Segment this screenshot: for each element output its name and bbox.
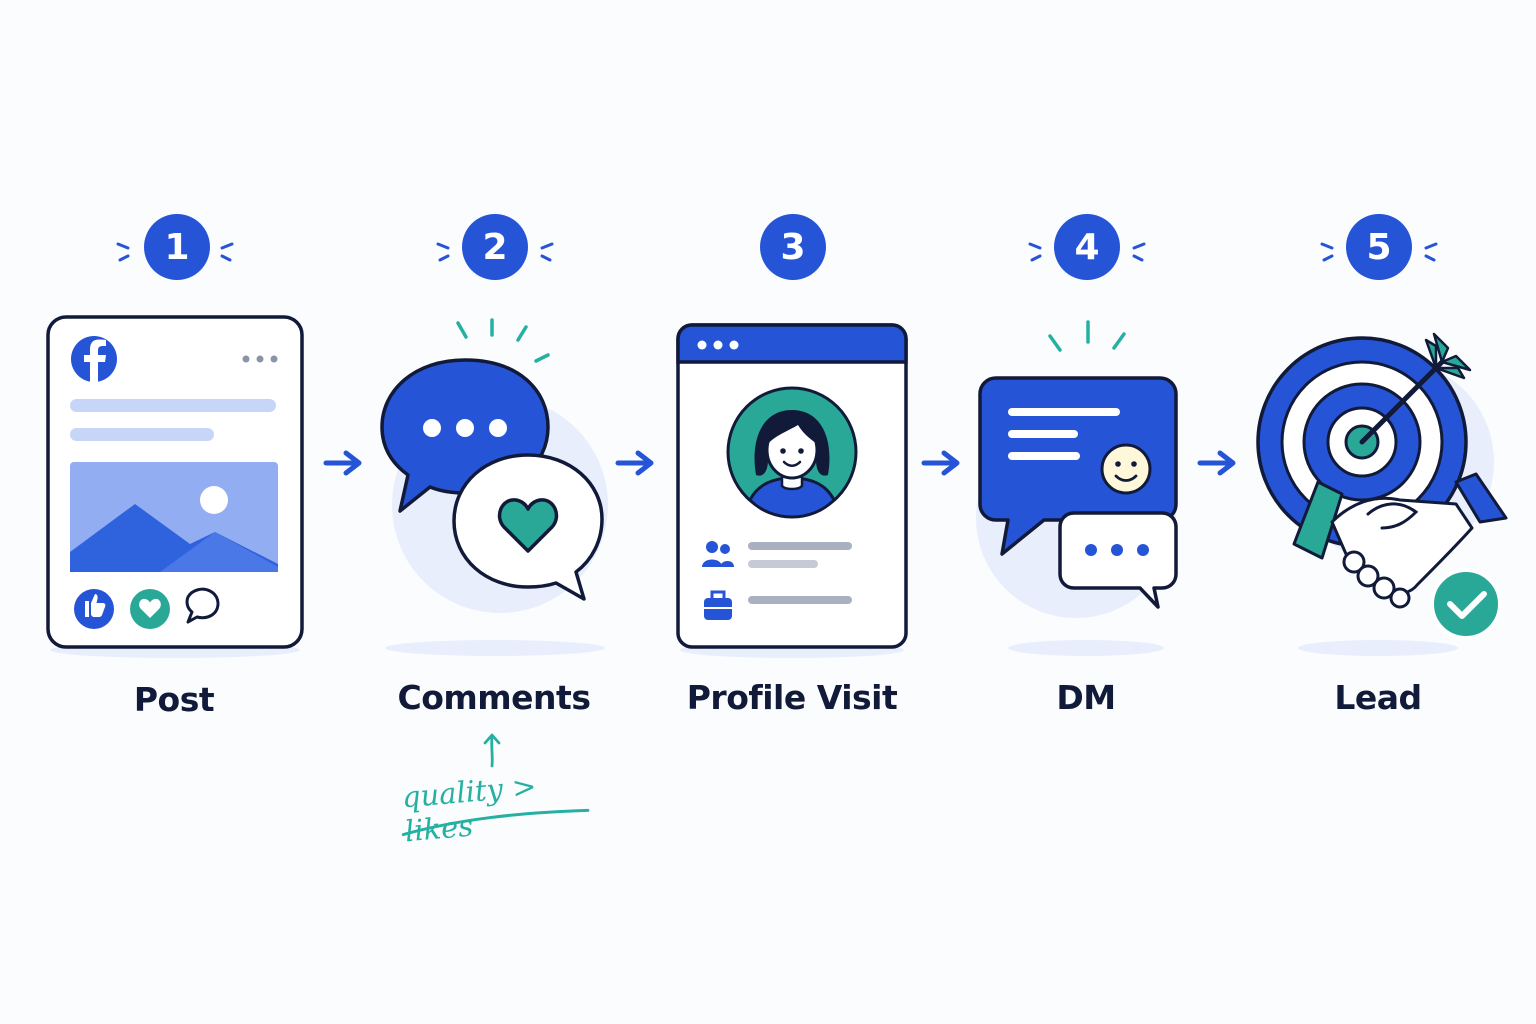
step-1-number: 1 xyxy=(164,226,190,268)
chat-bubbles-heart-icon xyxy=(380,318,608,656)
step-5-badge: 5 xyxy=(1346,214,1412,280)
step-2-label: Comments xyxy=(397,678,591,717)
step-2-number: 2 xyxy=(482,226,508,268)
arrow-right-icon xyxy=(1197,450,1236,476)
flow-arrow-4 xyxy=(1194,448,1242,478)
target-handshake-icon xyxy=(1256,332,1508,656)
annotation-arrow-up-icon xyxy=(483,733,501,768)
step-4-number: 4 xyxy=(1074,226,1100,268)
annotation-underline-icon xyxy=(401,808,590,837)
step-4-badge: 4 xyxy=(1054,214,1120,280)
step-4-sparks-icon xyxy=(1028,242,1146,262)
step-1-sparks-icon xyxy=(116,242,234,262)
step-5-sparks-icon xyxy=(1320,242,1438,262)
step-3-label: Profile Visit xyxy=(686,678,898,717)
step-1-label: Post xyxy=(133,680,215,719)
step-5-number: 5 xyxy=(1366,226,1392,268)
step-3-badge: 3 xyxy=(760,214,826,280)
step-2-sparks-icon xyxy=(436,242,554,262)
step-3-number: 3 xyxy=(780,226,806,268)
step-1-badge: 1 xyxy=(144,214,210,280)
step-2-badge: 2 xyxy=(462,214,528,280)
annotation-note: quality > likes xyxy=(393,763,608,848)
facebook-post-icon xyxy=(46,315,304,658)
direct-message-icon xyxy=(976,320,1178,656)
step-5-label: Lead xyxy=(1334,678,1422,717)
arrow-right-icon xyxy=(323,450,362,476)
profile-window-icon xyxy=(676,323,908,658)
arrow-right-icon xyxy=(921,450,960,476)
flow-arrow-2 xyxy=(612,448,660,478)
flow-arrow-3 xyxy=(918,448,966,478)
step-4-label: DM xyxy=(1056,678,1116,717)
arrow-right-icon xyxy=(615,450,654,476)
flow-arrow-1 xyxy=(320,448,368,478)
